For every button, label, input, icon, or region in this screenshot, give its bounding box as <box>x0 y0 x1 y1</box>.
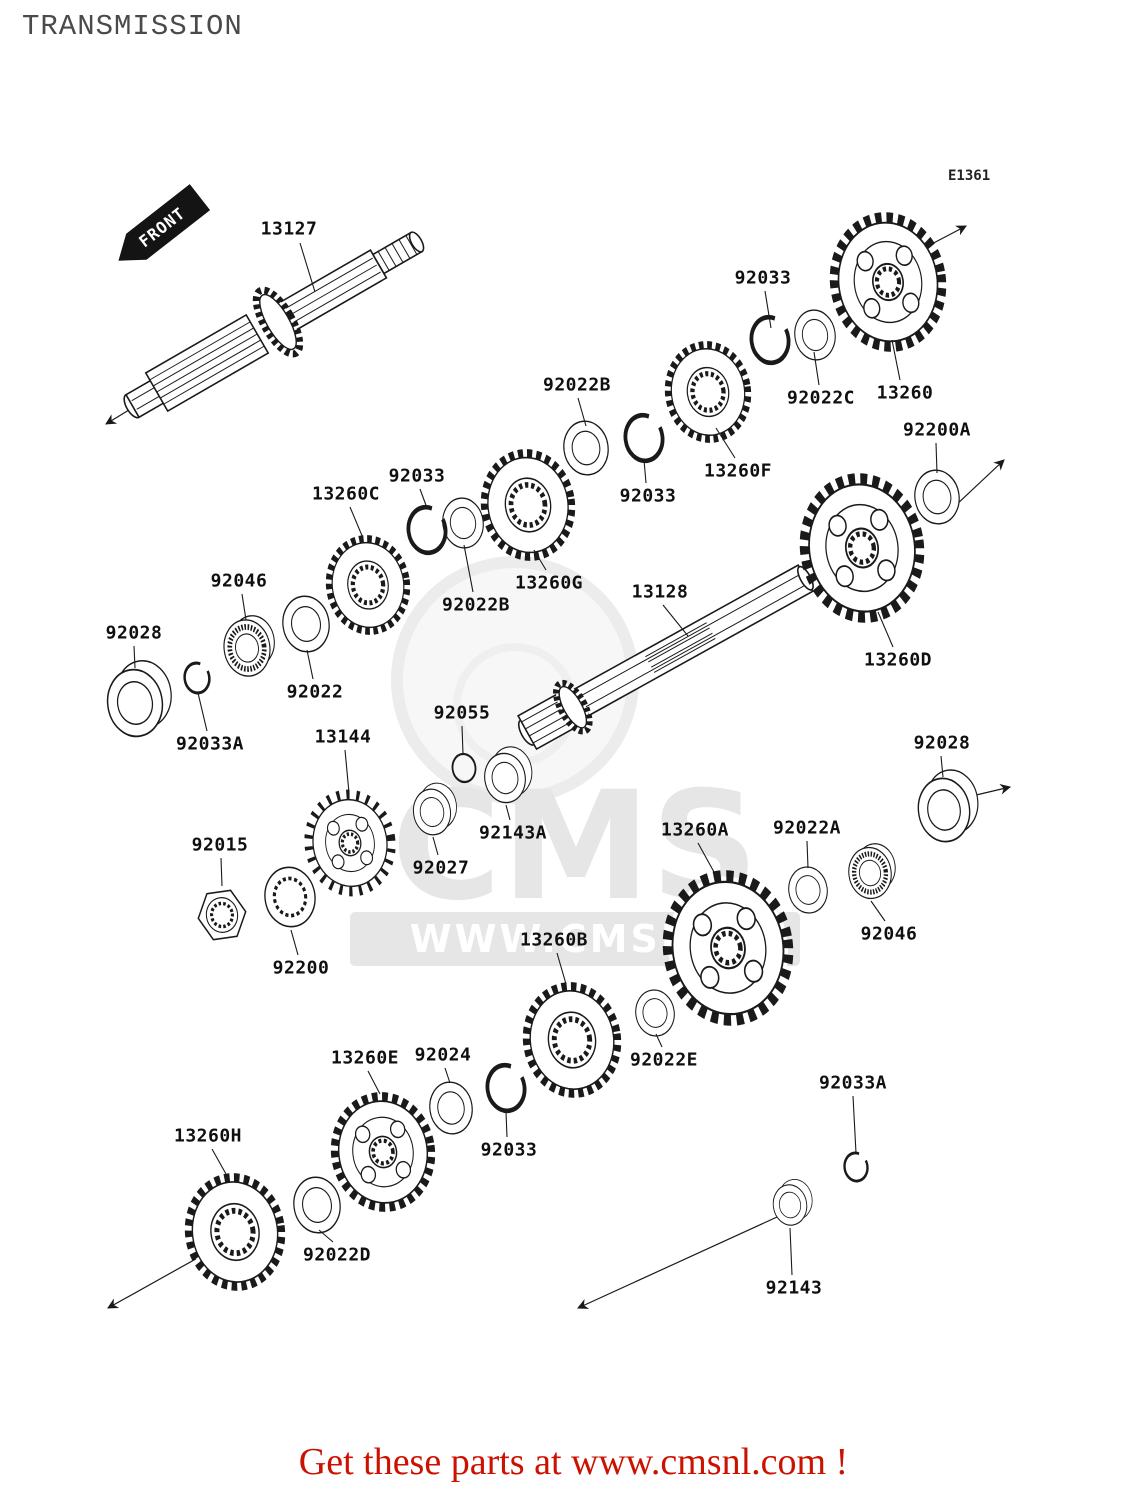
bushing-92028-2-drawing <box>912 765 984 846</box>
part-label-92200a: 92200A <box>902 419 972 441</box>
gear-13260e-drawing <box>328 1091 438 1214</box>
gear-13260f-drawing <box>662 340 753 444</box>
gear-13260h-drawing <box>182 1172 288 1292</box>
nut-92015-drawing <box>193 886 251 944</box>
part-label-13127: 13127 <box>260 218 318 240</box>
part-label-92028-2: 92028 <box>913 732 971 754</box>
part-label-92033-1: 92033 <box>734 267 792 289</box>
circlip-92033-4-drawing <box>485 1063 528 1113</box>
circlip-92033-2-drawing <box>623 413 666 463</box>
bearing-92046-drawing <box>220 613 279 679</box>
footer-promo-text: Get these parts at www.cmsnl.com ! <box>298 1441 849 1483</box>
part-label-92022b-1: 92022B <box>542 374 612 396</box>
sprocket-13144-drawing <box>302 789 398 897</box>
part-label-92055: 92055 <box>433 702 491 724</box>
part-label-92033-4: 92033 <box>480 1139 538 1161</box>
part-label-92200: 92200 <box>272 957 330 979</box>
gear-13260b-drawing <box>520 981 624 1099</box>
shaft-13128-drawing <box>517 564 814 751</box>
washer-92022-drawing <box>278 592 334 656</box>
part-label-92033a-2: 92033A <box>818 1072 888 1094</box>
washer-92022d-drawing <box>289 1173 345 1237</box>
part-label-92022b-2: 92022B <box>441 594 511 616</box>
part-label-92033-3: 92033 <box>619 485 677 507</box>
part-label-13260: 13260 <box>876 382 934 404</box>
page-title: TRANSMISSION <box>22 10 243 43</box>
part-label-92143a: 92143A <box>478 822 548 844</box>
part-label-92022: 92022 <box>286 681 344 703</box>
ring-92024-drawing <box>425 1078 477 1138</box>
gear-13260d-drawing <box>796 472 928 625</box>
circlip-92033-3-drawing <box>406 505 449 555</box>
gear-13260c-drawing <box>323 534 412 636</box>
washer-92022e-drawing <box>632 986 678 1040</box>
part-label-92028-1: 92028 <box>105 622 163 644</box>
washer-92022b-2-drawing <box>438 494 488 552</box>
washer-92022c-drawing <box>790 306 840 364</box>
leader-lines <box>133 242 944 1276</box>
part-label-92046-1: 92046 <box>210 570 268 592</box>
part-label-13260e: 13260E <box>330 1047 400 1069</box>
splined-washer-92200-drawing <box>259 862 321 932</box>
part-label-13260d: 13260D <box>863 649 933 671</box>
part-label-13128: 13128 <box>631 581 689 603</box>
front-direction-badge: FRONT <box>118 184 211 261</box>
part-label-92015: 92015 <box>191 834 249 856</box>
gear-13260-drawing <box>826 211 950 353</box>
part-label-92027: 92027 <box>412 857 470 879</box>
shaft-13127-drawing <box>123 231 425 419</box>
diagram-code: E1361 <box>948 168 991 184</box>
washer-92022a-drawing <box>785 863 831 917</box>
collar-92143-drawing <box>769 1176 816 1228</box>
part-label-92033a-1: 92033A <box>175 733 245 755</box>
washer-92200a-drawing <box>910 466 964 528</box>
part-label-92024: 92024 <box>414 1044 472 1066</box>
gear-13260g-drawing <box>478 448 578 562</box>
part-label-13260f: 13260F <box>703 460 773 482</box>
circlip-92033a-1-drawing <box>181 659 213 697</box>
part-label-92046-2: 92046 <box>860 923 918 945</box>
part-label-13260c: 13260C <box>311 483 381 505</box>
bearing-92046-2-drawing <box>845 841 899 901</box>
part-label-92022d: 92022D <box>302 1244 372 1266</box>
part-label-13260a: 13260A <box>660 819 730 841</box>
part-label-92022e: 92022E <box>629 1049 699 1071</box>
part-label-92143: 92143 <box>765 1277 823 1299</box>
bushing-92028-drawing <box>101 656 178 741</box>
part-label-13260g: 13260G <box>514 572 584 594</box>
part-label-13260b: 13260B <box>519 929 589 951</box>
part-label-92022c: 92022C <box>786 387 856 409</box>
circlip-92033a-2-drawing <box>841 1150 871 1184</box>
part-label-92033-2: 92033 <box>388 465 446 487</box>
part-label-92022a: 92022A <box>772 817 842 839</box>
washer-92022b-drawing <box>559 417 613 479</box>
part-label-13260h: 13260H <box>173 1125 243 1147</box>
part-label-13144: 13144 <box>314 726 372 748</box>
